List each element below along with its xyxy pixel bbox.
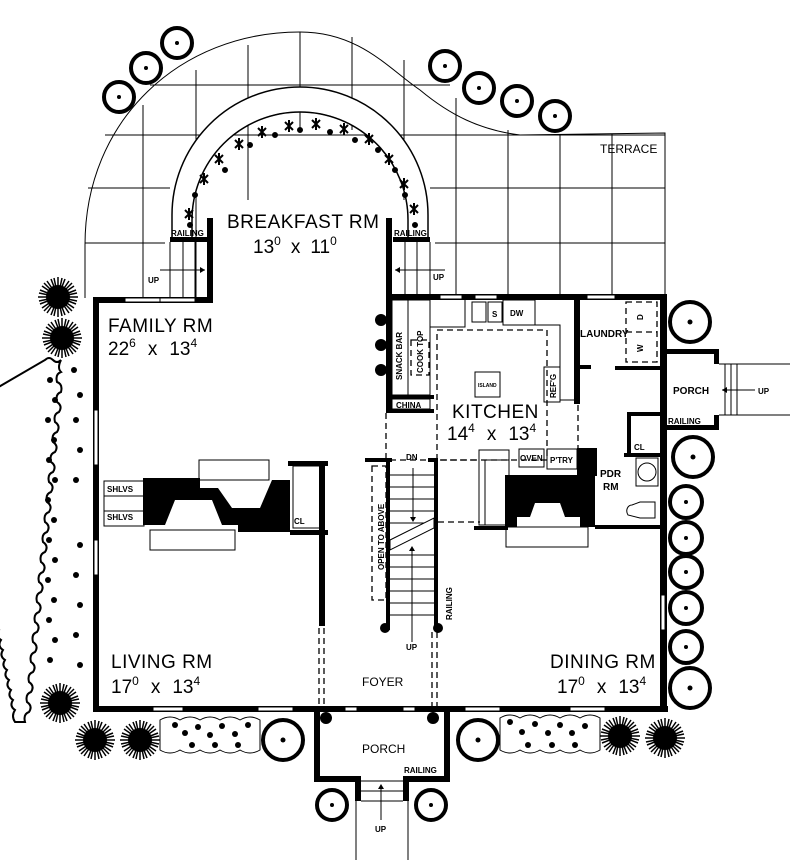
breakfast-left-steps: RAILING UP — [148, 229, 207, 298]
sink-label: S — [492, 310, 498, 319]
terrace-label: TERRACE — [600, 142, 657, 156]
front-porch-railing-label: RAILING — [404, 766, 437, 775]
living-room-name: LIVING RM — [111, 652, 213, 673]
planter-arch — [171, 86, 429, 239]
central-fireplace-family-living: SHLVS SHLVS CL — [103, 459, 328, 706]
kitchen-name: KITCHEN — [452, 402, 539, 423]
shelves-label-1: SHLVS — [107, 485, 134, 494]
ground-cover — [0, 357, 601, 754]
side-porch: UP PORCH RAILING — [666, 349, 790, 430]
side-porch-up-label: UP — [758, 387, 770, 396]
central-fireplace-dining: OVEN P'TRY — [474, 448, 597, 548]
open-to-above-label: OPEN TO ABOVE — [377, 503, 386, 570]
front-porch: UP PORCH RAILING — [314, 706, 450, 860]
oven-label: OVEN — [520, 454, 543, 463]
stairs-railing-label: RAILING — [445, 587, 454, 620]
pdr-label-2: RM — [603, 482, 619, 493]
island-label: ISLAND — [478, 383, 497, 389]
trees-top — [102, 26, 572, 133]
family-closet-label: CL — [294, 517, 305, 526]
refrigerator-label: REF'G — [549, 374, 558, 398]
up-right-label: UP — [433, 273, 445, 282]
exterior-walls — [93, 294, 668, 712]
terrace: TERRACE — [84, 31, 666, 298]
breakfast-room-name: BREAKFAST RM — [227, 212, 379, 233]
dryer-label: D — [636, 314, 645, 320]
snack-bar-label: SNACK BAR — [395, 332, 404, 380]
dining-room-name: DINING RM — [550, 652, 656, 673]
front-porch-label: PORCH — [362, 742, 405, 756]
side-porch-railing-label: RAILING — [668, 417, 701, 426]
washer-label: W — [636, 344, 645, 352]
china-label: CHINA — [396, 401, 422, 410]
breakfast-right-steps: RAILING UP — [393, 229, 445, 298]
stairs-up-label: UP — [406, 643, 418, 652]
dishwasher-label: DW — [510, 309, 524, 318]
pdr-label-1: PDR — [600, 469, 622, 480]
laundry-area: LAUNDRY D W — [580, 301, 665, 370]
railing-right-label: RAILING — [394, 229, 427, 238]
trees-right — [668, 300, 715, 710]
powder-room: CL PDR RM — [595, 412, 665, 529]
cook-top-label: COOK TOP — [416, 330, 425, 373]
front-porch-up-label: UP — [375, 825, 387, 834]
foyer-label: FOYER — [362, 675, 404, 689]
shelves-label-2: SHLVS — [107, 513, 134, 522]
laundry-label: LAUNDRY — [580, 329, 629, 340]
snack-bar-stools — [375, 314, 387, 376]
pantry-label: P'TRY — [550, 456, 574, 465]
side-porch-label: PORCH — [673, 386, 709, 397]
trees-front — [261, 718, 500, 822]
up-left-label: UP — [148, 276, 160, 285]
pdr-closet-label: CL — [634, 443, 645, 452]
family-room-name: FAMILY RM — [108, 316, 213, 337]
railing-left-label: RAILING — [171, 229, 204, 238]
stairs-dn-label: DN — [406, 453, 418, 462]
staircase: DN UP RAILING OPEN TO ABOVE — [365, 453, 480, 706]
